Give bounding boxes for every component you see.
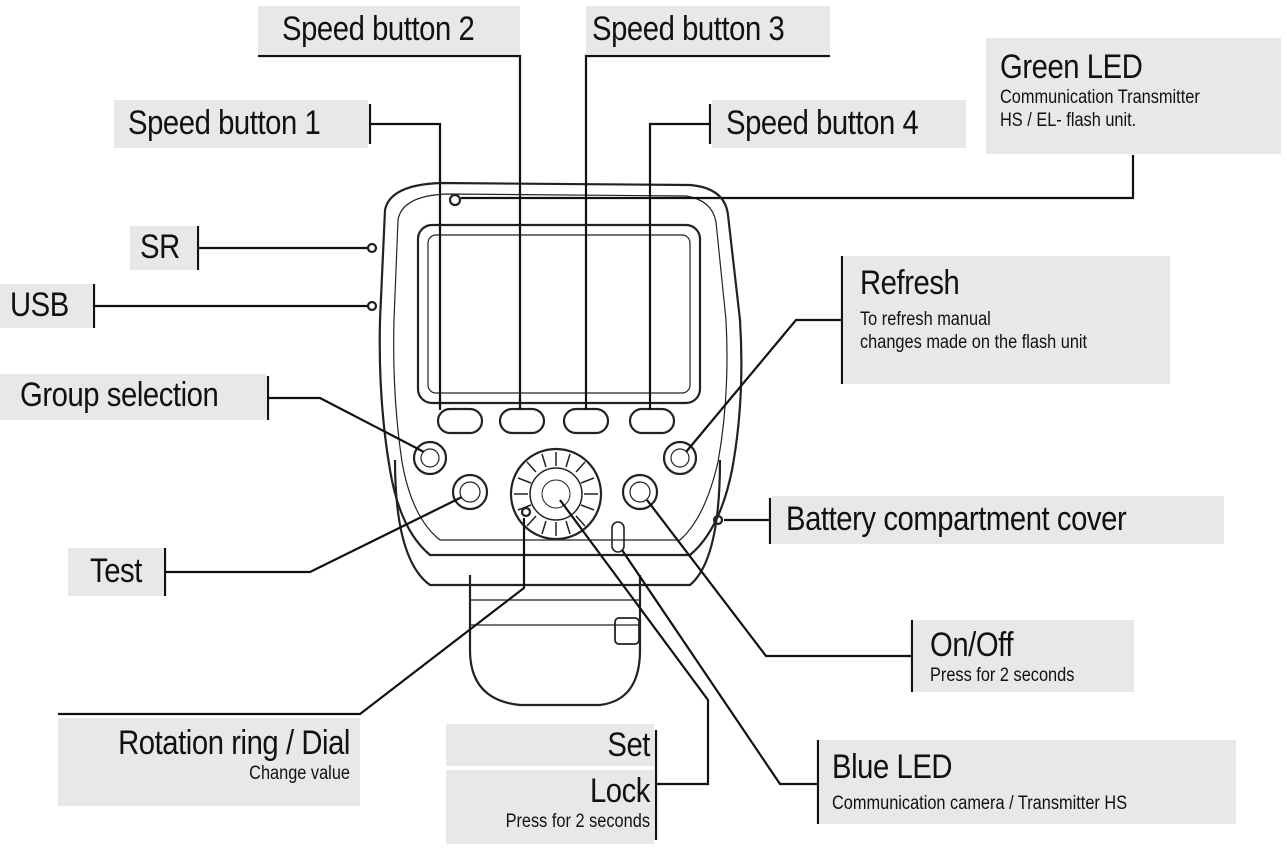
leader-speed-2: [258, 54, 522, 410]
speed-button-4-shape: [628, 407, 676, 435]
speed-button-3-label: Speed button 3: [586, 6, 830, 54]
on-off-label: On/Off Press for 2 seconds: [914, 620, 1134, 692]
speed-button-2-shape: [498, 407, 546, 435]
leader-lines: [58, 54, 1135, 840]
usb-label: USB: [0, 284, 92, 328]
foot-ridge: [470, 599, 640, 626]
speed-button-3-shape: [562, 407, 610, 435]
device-foot: [468, 575, 642, 707]
lock-slider: [611, 521, 625, 553]
lcd-screen: [416, 223, 702, 405]
leader-green-led: [461, 155, 1135, 200]
blue-led-shape: [520, 506, 532, 518]
blue-led-label: Blue LED Communication camera / Transmit…: [820, 740, 1236, 824]
leader-set-lock: [559, 499, 710, 786]
speed-button-2-label: Speed button 2: [258, 6, 520, 54]
sr-label: SR: [130, 226, 196, 270]
device-body: [378, 181, 743, 557]
leader-blue-led: [621, 549, 818, 786]
speed-button-4-label: Speed button 4: [712, 100, 966, 148]
green-led-label: Green LED Communication Transmitter HS /…: [986, 38, 1281, 154]
device-body-inner: [393, 193, 728, 541]
rotation-dial: [509, 447, 603, 541]
battery-cover-label: Battery compartment cover: [772, 496, 1224, 544]
dial-ridges: [514, 452, 598, 536]
device-lower-body: [393, 459, 722, 587]
set-button-shape: [529, 467, 583, 521]
usb-port: [366, 300, 378, 312]
leader-speed-4: [648, 122, 710, 410]
battery-cover-latch: [712, 514, 724, 526]
lock-lever: [614, 617, 640, 645]
leader-speed-1: [370, 122, 442, 410]
leader-refresh: [685, 318, 842, 453]
speed-button-1-label: Speed button 1: [114, 100, 368, 148]
leader-onoff: [646, 499, 912, 658]
set-label: Set: [446, 724, 654, 766]
speed-button-1-shape: [436, 407, 484, 435]
rotation-ring-label: Rotation ring / Dial Change value: [58, 718, 360, 806]
test-label: Test: [68, 548, 163, 596]
leader-rotation: [58, 518, 526, 716]
refresh-label: Refresh To refresh manual changes made o…: [844, 256, 1170, 384]
test-button-shape: [451, 473, 489, 511]
leader-test: [165, 496, 463, 574]
refresh-button-shape: [662, 440, 698, 476]
green-led: [448, 193, 462, 207]
leader-group: [268, 396, 425, 453]
lock-label: Lock Press for 2 seconds: [446, 770, 654, 844]
onoff-button-shape: [621, 473, 659, 511]
lcd-screen-inner: [427, 234, 691, 394]
sr-port: [366, 242, 378, 254]
leader-speed-3: [584, 54, 830, 410]
group-selection-label: Group selection: [0, 374, 266, 420]
group-button-shape: [412, 440, 448, 476]
